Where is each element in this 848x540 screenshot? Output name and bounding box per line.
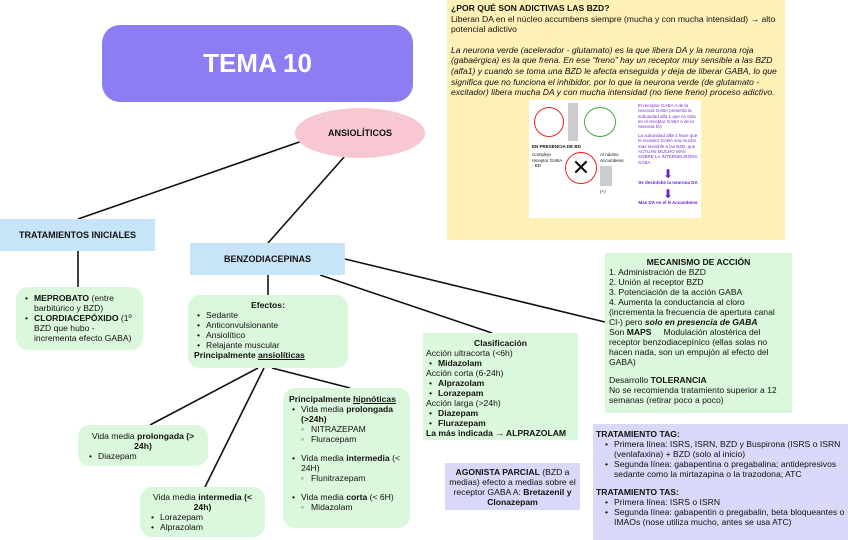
adictivas-p2: La neurona verde (acelerador - glutamato… [451,44,777,98]
neuron-shape-icon [568,102,578,141]
list-item: Vida media corta (< 6H) [289,492,404,502]
line-root-tratamientos [77,139,306,220]
list-item: NITRAZEPAM [289,424,404,434]
line-efectos-intermedia [204,367,265,488]
green-circle-icon [584,106,616,137]
line-bzd-clasificacion [319,274,493,334]
clasificacion-footer: La más indicada → ALPRAZOLAM [426,428,567,438]
figure-diagrams: EN PRESENCIA DE BD Complejo receptor GAB… [532,102,634,215]
root-node-ansioliticos: ANSIOLÍTICOS [295,108,425,158]
group-label: Acción corta (6-24h) [426,368,504,378]
list-item: Diazepam [438,408,479,418]
node-benzodiacepinas: BENZODIACEPINAS [190,243,345,275]
red-circle-icon [534,106,564,137]
list-item: Lorazepam [438,388,484,398]
bottom-diagram: Complejo receptor GABA - BD ✕ Al núcleo … [532,152,634,194]
down-arrow-icon: ⬇ [662,186,674,201]
step: 2. Unión al receptor BZD [609,277,704,287]
figure-label: (+) [600,188,606,194]
list-item: Flurazepam [438,418,486,428]
node-tratamientos-iniciales: TRATAMIENTOS INICIALES [0,219,155,251]
figure-label: EN PRESENCIA DE BD [532,143,581,149]
step: 1. Administración de BZD [609,267,706,277]
line-bzd-mecanismo [344,258,606,323]
group-label: Acción larga (>24h) [426,398,501,408]
efectos-box: Efectos: Sedante Anticonvulsionante Ansi… [188,295,348,368]
line-root-bzd [267,155,346,244]
figure-label: Al núcleo Accumbens [600,152,624,163]
figure-note: Más DA en el N Accumbens [638,199,698,205]
group-label: Acción ultracorta (<6h) [426,348,513,358]
clasificacion-heading: Clasificación [473,338,527,348]
blocked-x-icon: ✕ [565,152,597,185]
step: 3. Potenciación de la acción GABA [609,287,743,297]
list-item: Lorazepam [148,512,257,522]
figure-note: Se desinhibe la neurona DA [638,180,698,186]
hipnoticas-box: Principalmente hipnóticas Vida media pro… [283,388,410,528]
clasificacion-box: Clasificación Acción ultracorta (<6h) Mi… [423,333,578,440]
page-title: TEMA 10 [102,25,413,102]
list-item: Segunda línea: gabapentin o pregabalin, … [602,507,845,527]
prolongada-box: Vida media prolongada (> 24h) Diazepam [78,425,208,466]
list-item: Vida media intermedia (< 24H) [289,453,404,473]
list-item: Alprazolam [148,522,257,532]
list-item: Alprazolam [438,378,485,388]
figure-label: Complejo receptor GABA - BD [532,152,563,168]
list-item: Flunitrazepam [289,473,404,483]
list-item: Ansiolítico [194,330,342,340]
list-item: Anticonvulsionante [194,320,342,330]
down-arrow-icon: ⬇ [662,167,674,182]
adictivas-panel: ¿POR QUÉ SON ADICTIVAS LAS BZD? Liberan … [447,0,785,240]
list-item: Relajante muscular [194,340,342,350]
line-efectos-prolongada [149,367,259,426]
list-item: Primera línea: ISRS o ISRN [602,497,845,507]
list-item: CLORDIACEPÓXIDO (1º BZD que hubo - incre… [22,313,137,343]
list-item: Primera línea: ISRS, ISRN, BZD y Buspiro… [602,439,845,459]
figure-note: La subunidad alfa-1 hace que el receptor… [638,132,698,165]
efectos-heading: Efectos: [251,300,285,310]
hipnoticas-heading: Principalmente hipnóticas [289,394,396,404]
mecanismo-box: MECANISMO DE ACCIÓN 1. Administración de… [605,253,792,413]
list-item: Midazolam [289,502,404,512]
bottom-labels: Al núcleo Accumbens (+) [600,152,634,194]
list-item: Midazolam [438,358,482,368]
list-item: MEPROBATO (entre barbitúrico y BZD) [22,293,137,313]
line-efectos-hipnoticas [271,367,351,389]
list-item: Diazepam [86,451,200,461]
adictivas-p1: Liberan DA en el núcleo accumbens siempr… [451,13,776,35]
agonista-box: AGONISTA PARCIAL (BZD a medias) efecto a… [445,463,580,510]
adictivas-heading: ¿POR QUÉ SON ADICTIVAS LAS BZD? [451,3,610,13]
tas-heading: TRATAMIENTO TAS: [596,487,679,497]
maps-text: Son MAPS Modulación alostérica del recep… [609,327,771,367]
prolongada-heading: Vida media prolongada (> 24h) [91,431,195,451]
intermedia-box: Vida media intermedia (< 24h) LorazepamA… [140,487,265,537]
list-item: Segunda línea: gabapentina o pregabalina… [602,459,845,479]
figure-notes: El receptor GABA A de la neurona GABA pr… [638,103,698,215]
list-item: Fluracepam [289,434,404,444]
figure-note: El receptor GABA A de la neurona GABA pr… [638,102,696,130]
meprobato-box: MEPROBATO (entre barbitúrico y BZD) CLOR… [16,287,143,350]
neuron-shape-icon [600,165,612,186]
tolerancia-text: Desarrollo TOLERANCIA [609,375,707,385]
step: 4. Aumenta la conductancia al cloro (inc… [609,297,775,327]
tolerancia-note: No se recomienda tratamiento superior a … [609,385,777,405]
list-item: Vida media prolongada (>24h) [289,404,404,424]
mecanismo-heading: MECANISMO DE ACCIÓN [646,257,751,267]
tag-heading: TRATAMIENTO TAG: [596,429,680,439]
intermedia-heading: Vida media intermedia (< 24h) [153,492,252,512]
top-diagram [532,102,634,141]
list-item: Sedante [194,310,342,320]
efectos-footer: Principalmente ansiolíticas [194,350,305,360]
tratamiento-box: TRATAMIENTO TAG: Primera línea: ISRS, IS… [593,424,848,540]
neuron-figure: EN PRESENCIA DE BD Complejo receptor GAB… [529,99,701,218]
